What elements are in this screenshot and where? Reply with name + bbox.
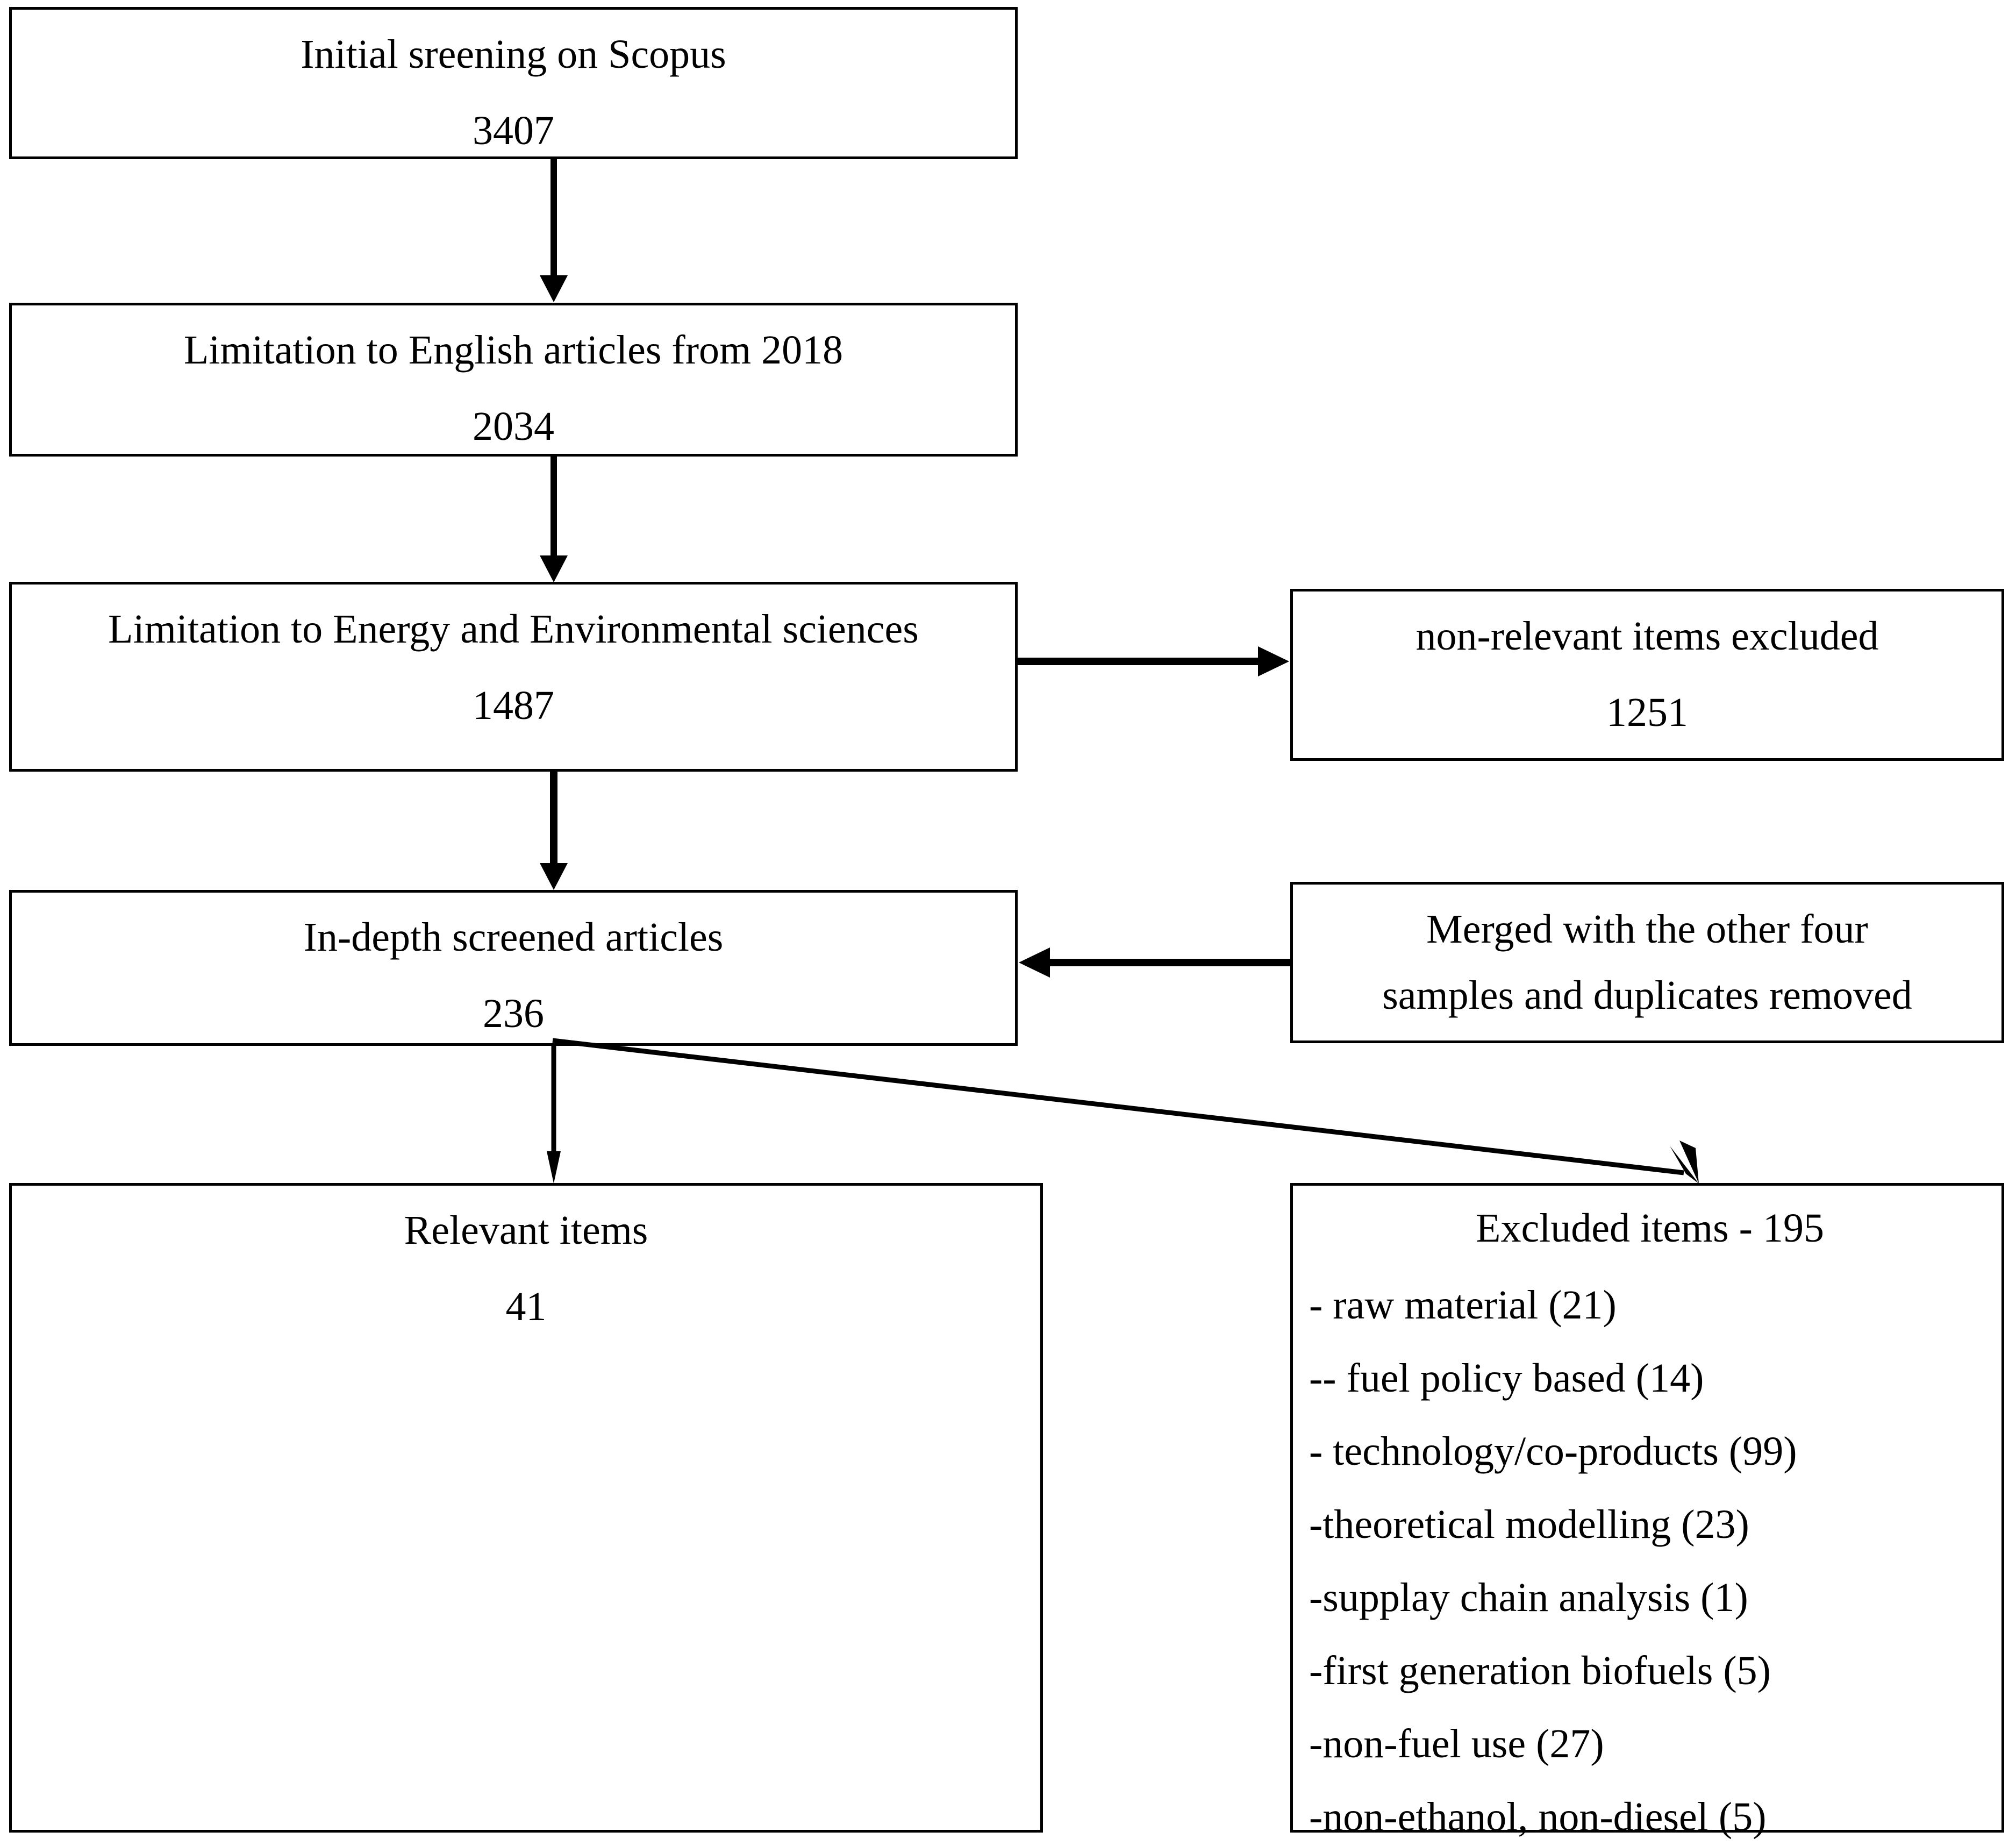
connector-energy-to-indepth [538, 772, 570, 891]
list-item: -supplay chain analysis (1) [1309, 1575, 1748, 1621]
node-in-depth-screened-label: In-depth screened articles [303, 915, 724, 960]
list-item: -- fuel policy based (14) [1309, 1356, 1704, 1401]
connector-energy-to-nonrelevant [1018, 645, 1290, 678]
node-energy-environmental[interactable]: Limitation to Energy and Environmental s… [9, 582, 1018, 772]
list-item: - raw material (21) [1309, 1282, 1617, 1328]
excluded-items-list: - raw material (21) -- fuel policy based… [1309, 1268, 1991, 1846]
node-non-relevant-excluded[interactable]: non-relevant items excluded 1251 [1290, 589, 2004, 761]
connector-merged-to-indepth [1018, 946, 1290, 979]
node-initial-screening-label: Initial sreening on Scopus [301, 32, 726, 77]
node-non-relevant-excluded-label: non-relevant items excluded [1416, 614, 1879, 659]
node-english-2018[interactable]: Limitation to English articles from 2018… [9, 303, 1018, 457]
node-merged-duplicates-label-line2: samples and duplicates removed [1382, 973, 1912, 1018]
list-item: - technology/co-products (99) [1309, 1429, 1797, 1474]
node-relevant-items[interactable]: Relevant items 41 [9, 1183, 1043, 1833]
list-item: -theoretical modelling (23) [1309, 1502, 1749, 1548]
node-non-relevant-excluded-count: 1251 [1606, 689, 1688, 735]
node-initial-screening-count: 3407 [473, 108, 554, 153]
node-merged-duplicates-label-line1: Merged with the other four [1426, 906, 1868, 952]
node-energy-environmental-count: 1487 [473, 682, 554, 728]
connector-indepth-to-relevant [538, 1046, 570, 1185]
node-excluded-items-heading: Excluded items - 195 [1476, 1206, 1824, 1251]
list-item: -non-fuel use (27) [1309, 1721, 1604, 1767]
connector-indepth-to-excluded [548, 1038, 1710, 1186]
node-in-depth-screened-count: 236 [483, 990, 544, 1036]
connector-english-to-energy [538, 457, 570, 583]
node-energy-environmental-label: Limitation to Energy and Environmental s… [108, 607, 919, 652]
node-initial-screening[interactable]: Initial sreening on Scopus 3407 [9, 7, 1018, 159]
node-english-2018-label: Limitation to English articles from 2018 [183, 327, 843, 373]
node-merged-duplicates[interactable]: Merged with the other four samples and d… [1290, 882, 2004, 1043]
connector-initial-to-english [538, 159, 570, 303]
list-item: -first generation biofuels (5) [1309, 1648, 1771, 1694]
node-relevant-items-count: 41 [505, 1284, 547, 1329]
node-english-2018-count: 2034 [473, 403, 554, 449]
node-excluded-items[interactable]: Excluded items - 195 - raw material (21)… [1290, 1183, 2004, 1840]
node-relevant-items-label: Relevant items [404, 1208, 648, 1253]
list-item: -non-ethanol, non-diesel (5) [1309, 1794, 1767, 1840]
node-in-depth-screened[interactable]: In-depth screened articles 236 [9, 890, 1018, 1046]
